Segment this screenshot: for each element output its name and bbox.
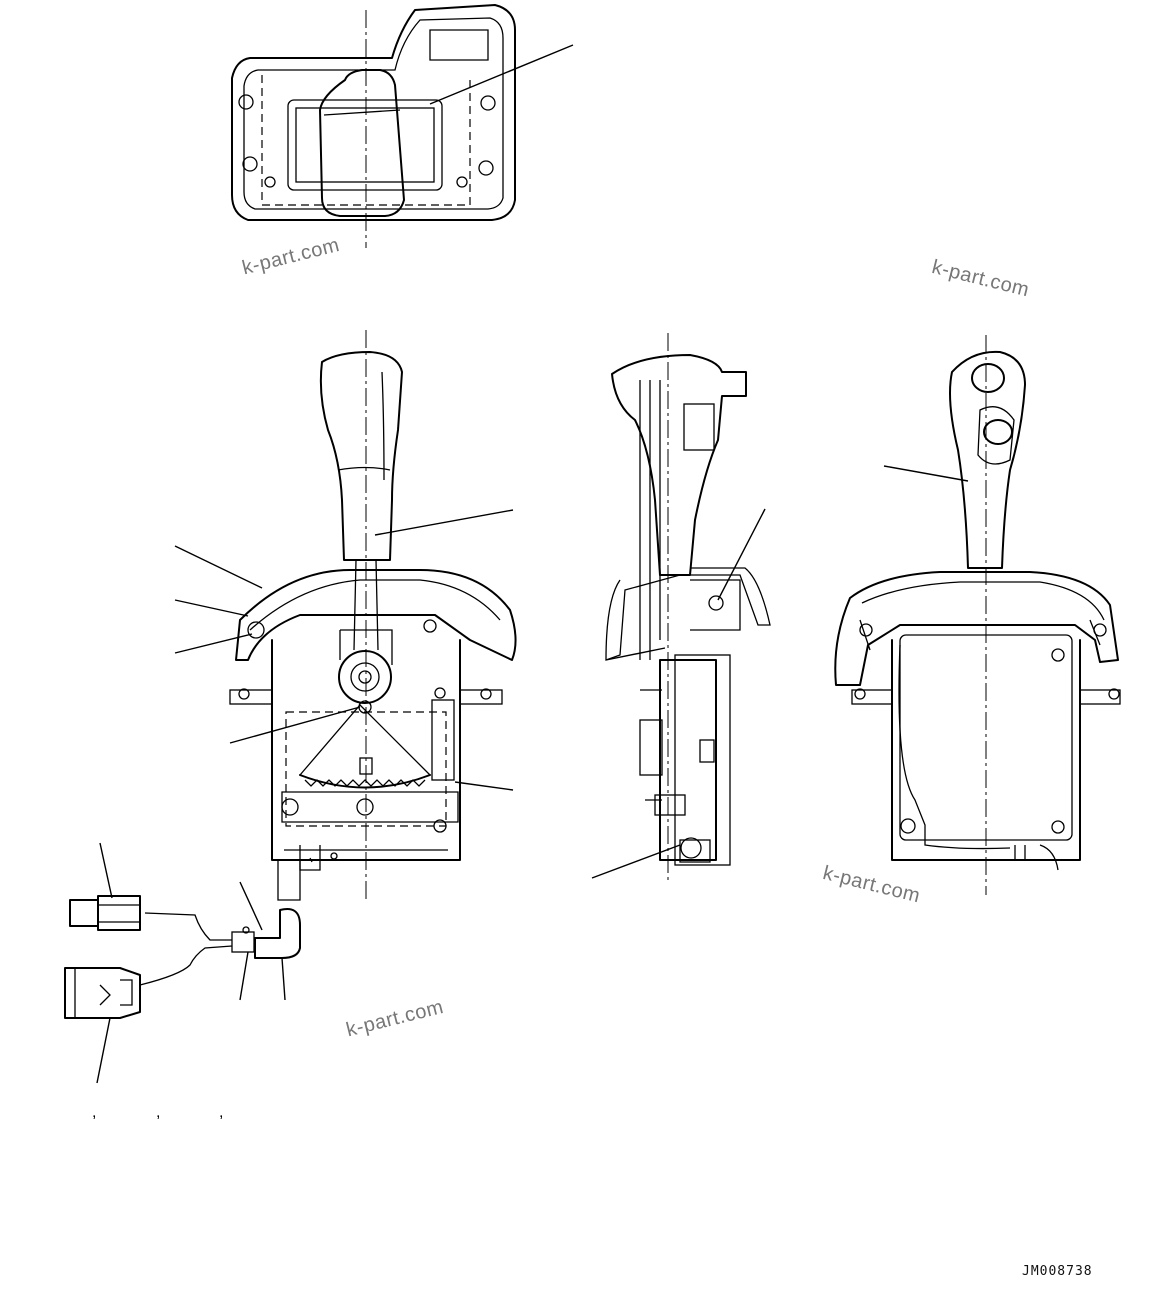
list-separator: , <box>156 1104 161 1121</box>
list-separator: , <box>92 1104 97 1121</box>
front-view-shift-lever <box>174 330 517 901</box>
top-view-lever-housing <box>231 4 574 248</box>
rear-view-shift-lever <box>834 335 1121 895</box>
list-separator: , <box>219 1104 224 1121</box>
side-view-shift-lever <box>591 333 771 880</box>
wiring-harness-connectors <box>64 842 301 1084</box>
drawing-code: JM008738 <box>1022 1264 1093 1279</box>
